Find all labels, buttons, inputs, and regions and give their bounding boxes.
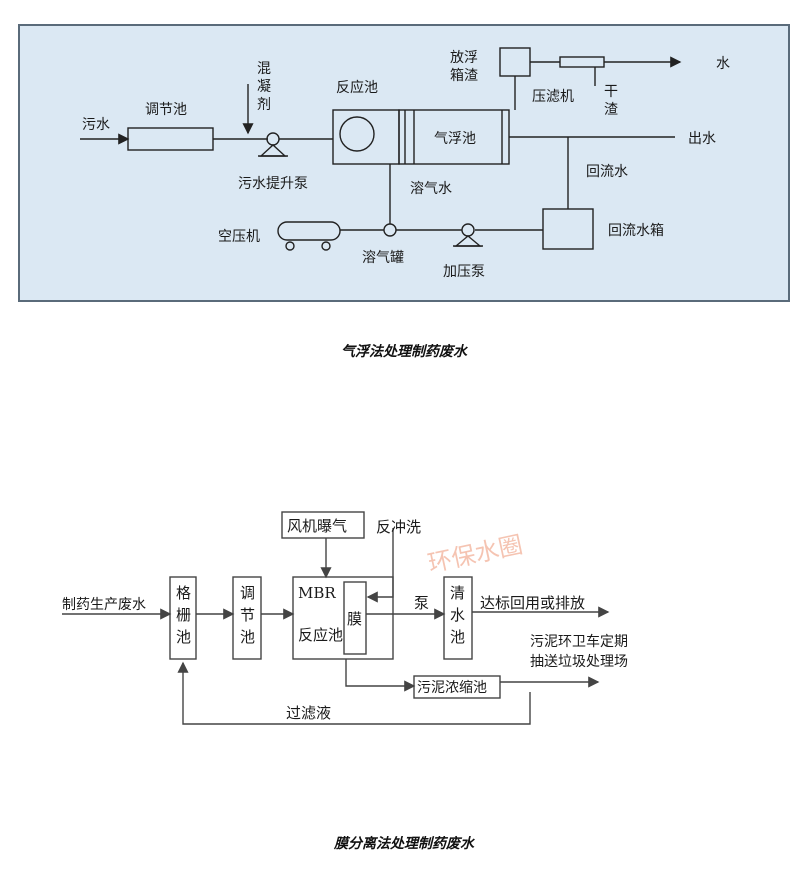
equalization-tank-label: 调节池 [145,102,187,118]
return-water-label: 回流水 [586,164,628,180]
return-tank-label: 回流水箱 [608,223,664,239]
watermark-text: 环保水圈 [425,531,525,578]
pump-label: 泵 [414,594,429,612]
air-compressor-label: 空压机 [218,229,260,245]
sewage-in-label: 污水 [82,117,110,133]
reaction-tank-label: 反应池 [336,79,378,96]
equalization-tank-box [232,576,262,660]
water-out-label: 水 [716,56,730,72]
equalization-label-2: 节 [240,606,255,624]
sludge-thickener-box [413,675,501,699]
sludge-thickener-label: 污泥浓缩池 [417,680,487,696]
grille-label-3: 池 [176,628,191,646]
backwash-label: 反冲洗 [376,518,421,536]
scum-box-label-1: 放浮 [450,50,478,66]
clear-water-label-1: 清 [450,584,465,602]
reaction-tank-box [332,109,400,165]
reaction-mixer [339,116,375,152]
clear-water-label-2: 水 [450,606,465,624]
pressure-pump-symbol [461,223,475,237]
equalization-label-1: 调 [240,584,255,602]
air-compressor-symbol [277,221,341,241]
filtrate-label: 过滤液 [286,704,331,722]
mbr-reaction-label: 反应池 [298,626,343,644]
lift-pump-symbol [266,132,280,146]
effluent-label: 出水 [688,131,716,147]
grille-label-1: 格 [176,584,191,602]
coagulant-label-2: 凝 [257,79,271,95]
equalization-tank-box [127,127,214,151]
grille-label-2: 栅 [176,606,191,624]
float-tank-label: 气浮池 [434,131,476,147]
grille-tank-box [169,576,197,660]
sludge-dest-line2: 抽送垃圾处理场 [530,654,628,670]
sludge-dest-line1: 污泥环卫车定期 [530,633,628,650]
mbr-box [292,576,394,660]
discharge-label: 达标回用或排放 [480,594,585,612]
filter-press-label: 压滤机 [532,89,574,105]
filter-press-symbol [559,56,605,68]
dry-residue-label-2: 渣 [604,102,618,118]
fan-aeration-box [281,511,365,539]
air-flotation-svg: 污水 调节池 混 凝 剂 反应池 气浮池 放浮 箱渣 压滤机 水 干 渣 出水 … [80,47,730,280]
clear-water-label-3: 池 [450,628,465,646]
scum-box-label-2: 箱渣 [450,68,478,84]
caption-membrane: 膜分离法处理制药废水 [334,836,474,852]
membrane-separation-diagram: 风机曝气 反冲洗 环保水圈 制药生产废水 格 栅 池 调 节 池 MBR 反应池… [50,500,670,740]
membrane-box [343,581,367,655]
fan-aeration-label: 风机曝气 [287,517,347,535]
inflow-label: 制药生产废水 [62,597,146,613]
backwash-arrow [366,528,394,603]
dissolved-air-tank-symbol [383,223,397,237]
pressure-pump-label: 加压泵 [443,264,485,280]
clear-water-tank-box [443,576,473,660]
equalization-label-3: 池 [240,628,255,646]
coagulant-label-1: 混 [257,61,271,77]
membrane-separation-svg: 风机曝气 反冲洗 环保水圈 制药生产废水 格 栅 池 调 节 池 MBR 反应池… [62,511,628,725]
coagulant-label-3: 剂 [257,97,271,113]
dissolved-air-tank-label: 溶气罐 [362,250,404,266]
scum-box [499,47,531,77]
air-flotation-diagram: 污水 调节池 混 凝 剂 反应池 气浮池 放浮 箱渣 压滤机 水 干 渣 出水 … [18,24,790,302]
lift-pump-label: 污水提升泵 [238,176,308,192]
filtrate-return-arrow [177,661,531,725]
mbr-label: MBR [298,584,336,602]
caption-air-flotation: 气浮法处理制药废水 [341,344,467,360]
membrane-label: 膜 [347,610,362,628]
dissolved-air-water-label: 溶气水 [410,181,452,197]
return-tank-box [542,208,594,250]
dry-residue-label-1: 干 [604,84,618,100]
